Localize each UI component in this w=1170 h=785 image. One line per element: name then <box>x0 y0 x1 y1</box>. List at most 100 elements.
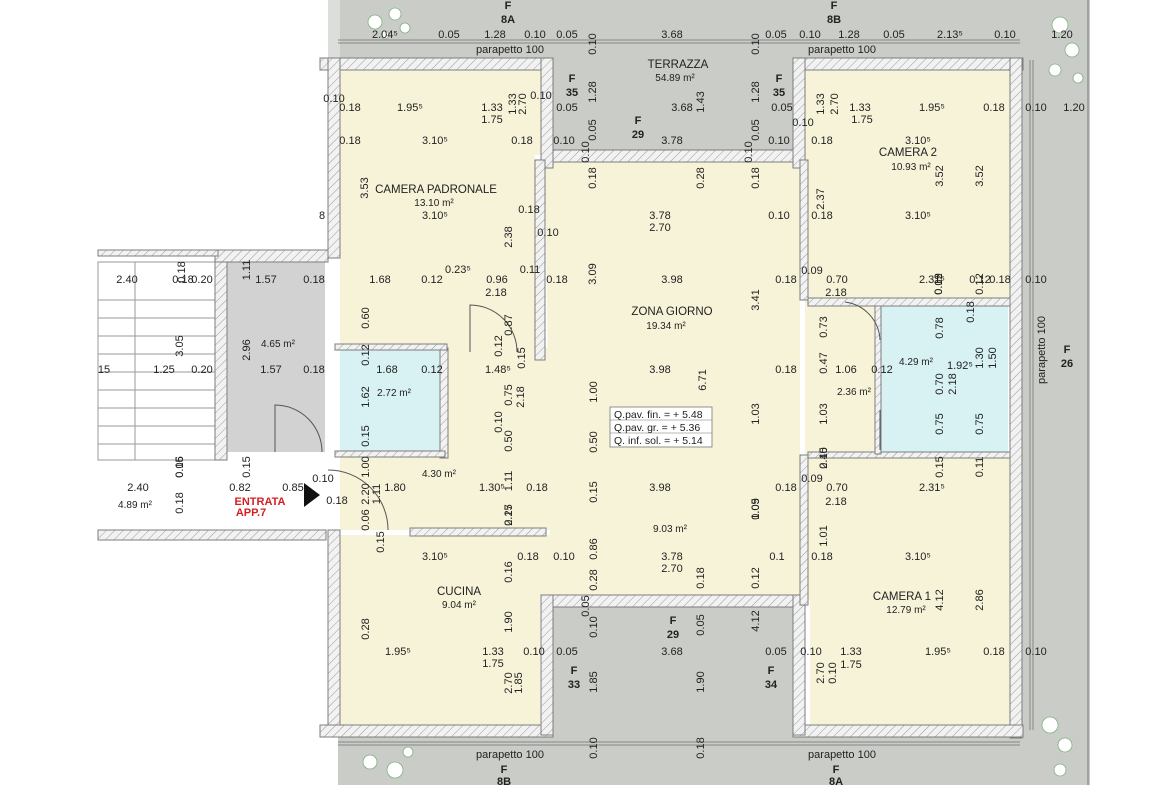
room-camera-padronale <box>340 70 545 348</box>
dimension-label: 0.15 <box>818 447 830 468</box>
dimension-label: 0.10 <box>523 646 544 658</box>
dimension-label: 2.70 <box>517 93 529 114</box>
room-area-living-lower: 9.03 m² <box>653 524 688 535</box>
dimension-label: 0.12 <box>969 274 990 286</box>
room-name-cucina: CUCINA <box>437 586 481 598</box>
dimension-label: 0.12 <box>421 364 442 376</box>
entrance-arrow-icon <box>304 483 320 507</box>
dimension-label: 1.92⁵ <box>947 360 973 372</box>
dimension-label: 3.78 <box>649 210 670 222</box>
dimension-label: 2.18 <box>947 373 959 394</box>
dimension-label: 1.95⁵ <box>919 102 945 114</box>
room-name-zona-giorno: ZONA GIORNO <box>631 306 712 318</box>
dimension-label: 0.10 <box>743 141 755 162</box>
terrace-right <box>1020 0 1090 785</box>
room-area-bath2: 4.29 m² <box>899 357 934 368</box>
dimension-label: 1.03 <box>818 403 830 424</box>
dimension-label: 0.05 <box>765 29 786 41</box>
terrace-bottom <box>338 735 1088 785</box>
dimension-label: 0.18 <box>775 482 796 494</box>
dimension-label: 0.15 <box>516 347 528 368</box>
window-tag: 35 <box>566 87 578 99</box>
parapet-label: parapetto 100 <box>808 749 876 761</box>
room-cucina <box>340 535 550 725</box>
dimension-label: 3.52 <box>974 165 986 186</box>
room-area-closet: 2.36 m² <box>837 387 872 398</box>
dimension-label: 2.96 <box>241 339 253 360</box>
dimension-label: 1.33 <box>482 646 503 658</box>
window-tag: F <box>776 73 783 85</box>
dimension-label: 0.10 <box>312 473 333 485</box>
dimension-label: 0.70 <box>826 482 847 494</box>
window-tag: 8A <box>501 14 515 26</box>
dimension-label: 0.75 <box>974 413 986 434</box>
dimension-label: 0.18 <box>965 301 977 322</box>
dimension-label: 2.70 <box>661 563 682 575</box>
window-tag: 35 <box>773 87 785 99</box>
dimension-label: 1.43 <box>695 91 707 112</box>
dimension-label: 1.75 <box>482 658 503 670</box>
dimension-label: 0.18 <box>518 204 539 216</box>
dimension-label: 0.12 <box>974 273 986 294</box>
dimension-label: 0.15 <box>503 504 515 525</box>
dimension-label: 1.85 <box>588 671 600 692</box>
dimension-label: 2.27 <box>503 504 515 525</box>
dimension-label: 0.47 <box>818 352 830 373</box>
dimension-label: 0.05 <box>556 29 577 41</box>
dimension-label: 8 <box>319 210 325 222</box>
dimension-label: 1.28 <box>838 29 859 41</box>
room-bath1 <box>340 348 445 451</box>
dimension-label: 1.01 <box>818 525 830 546</box>
dimension-label: 0.06 <box>174 456 186 477</box>
dimension-label: 1.11 <box>503 471 515 492</box>
room-area-bath1: 2.72 m² <box>377 388 412 399</box>
dimension-label: 0.09 <box>801 473 822 485</box>
dimension-label: 0.05 <box>771 102 792 114</box>
dimension-label: 0.05 <box>438 29 459 41</box>
dimension-label: 0.18 <box>176 261 188 282</box>
level-finished: Q.pav. fin. = + 5.48 <box>614 409 703 421</box>
dimension-label: 0.11 <box>520 264 541 276</box>
dimension-label: 0.18 <box>546 274 567 286</box>
window-tag: F <box>571 665 578 677</box>
dimension-label: 0.10 <box>1025 646 1046 658</box>
dimension-label: 1.30 <box>974 347 986 368</box>
dimension-label: 0.73 <box>818 316 830 337</box>
dimension-label: 0.09 <box>750 498 762 519</box>
dimension-label: 0.06 <box>360 509 372 530</box>
dimension-label: 2.38 <box>503 226 515 247</box>
dimension-label: 0.10 <box>792 117 813 129</box>
dimension-label: 0.18 <box>303 274 324 286</box>
window-tag: F <box>505 0 512 12</box>
dimension-label: 1.00 <box>360 456 372 477</box>
dimension-label: 0.05 <box>765 646 786 658</box>
dimension-label: 0.18 <box>526 482 547 494</box>
dimension-label: 0.15 <box>375 531 387 552</box>
dimension-label: 0.15 <box>360 425 372 446</box>
dimension-label: 0.18 <box>811 210 832 222</box>
dimension-label: 0.28 <box>695 167 707 188</box>
parapet-label: parapetto 100 <box>1036 316 1048 384</box>
room-area-entry-ext: 4.89 m² <box>118 500 153 511</box>
dimension-label: 1.33 <box>481 102 502 114</box>
dimension-label: 0.10 <box>553 135 574 147</box>
dimension-label: 0.18 <box>983 646 1004 658</box>
level-slab: Q. inf. sol. = + 5.14 <box>614 435 703 447</box>
dimension-label: 1.95⁵ <box>385 646 411 658</box>
dimension-label: 1.68 <box>376 364 397 376</box>
dimension-label: 0.10 <box>768 135 789 147</box>
dimension-label: 0.28 <box>588 569 600 590</box>
room-bath2 <box>880 305 1008 453</box>
dimension-label: 0.05 <box>750 119 762 140</box>
dimension-label: 3.52 <box>934 165 946 186</box>
dimension-label: 1.75 <box>851 114 872 126</box>
walls <box>97 57 1024 739</box>
dimension-label: 3.10⁵ <box>905 551 931 563</box>
window-tag: F <box>569 73 576 85</box>
dimension-label: 0.12 <box>933 273 945 294</box>
window-tag: 26 <box>1061 358 1073 370</box>
dimension-label: 0.18 <box>983 102 1004 114</box>
dimension-label: 1.95⁵ <box>397 102 423 114</box>
dimension-label: 0.18 <box>775 274 796 286</box>
